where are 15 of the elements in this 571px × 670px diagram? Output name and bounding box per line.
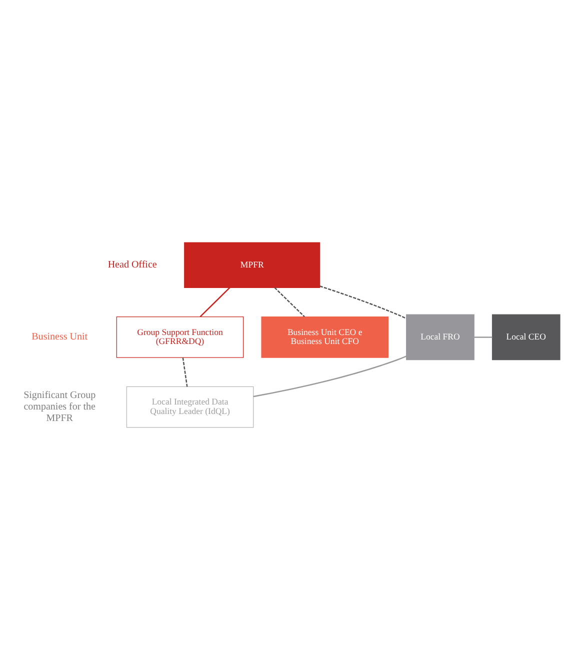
- connector: [182, 358, 188, 387]
- node-box: Group Support Function (GFRR&DQ): [116, 316, 244, 358]
- node-box: Local CEO: [492, 314, 560, 360]
- connector: [274, 287, 305, 318]
- connector: [474, 336, 492, 338]
- label: Head Office: [108, 259, 157, 270]
- node-box: Local FRO: [406, 314, 474, 360]
- node-box: Business Unit CEO e Business Unit CFO: [261, 316, 388, 358]
- connector: [200, 287, 230, 318]
- node-box: MPFR: [184, 242, 320, 288]
- label: Business Unit: [32, 332, 88, 343]
- connector: [320, 286, 406, 320]
- connector: [253, 356, 407, 398]
- node-box: Local Integrated Data Quality Leader (IdQL): [126, 386, 254, 428]
- label: Significant Group companies for the MPFR: [24, 390, 96, 424]
